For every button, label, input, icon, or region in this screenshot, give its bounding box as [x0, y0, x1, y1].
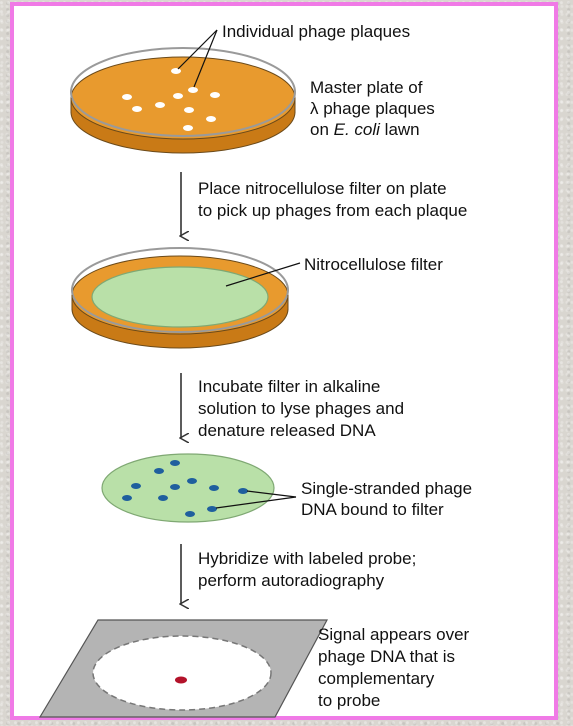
label-signal-line-1: Signal appears over [318, 625, 470, 644]
label-step2-line-1: Incubate filter in alkaline [198, 377, 380, 396]
label-signal-line-2: phage DNA that is [318, 647, 455, 666]
label-nitrocellulose-filter: Nitrocellulose filter [304, 255, 443, 274]
plaque [122, 94, 132, 100]
label-signal-line-3: complementary [318, 669, 435, 688]
dna-spot [207, 506, 217, 512]
label-master-plate-line-1: Master plate of [310, 78, 423, 97]
label-step3-line-1: Hybridize with labeled probe; [198, 549, 416, 568]
plaque [155, 102, 165, 108]
label-signal-line-4: to probe [318, 691, 380, 710]
plaque [210, 92, 220, 98]
plaque [171, 68, 181, 74]
dna-spot [209, 485, 219, 491]
label-step1-line-2: to pick up phages from each plaque [198, 201, 467, 220]
dna-spot [238, 488, 248, 494]
label-master-plate-line-2: λ phage plaques [310, 99, 435, 118]
label-step3-line-2: perform autoradiography [198, 571, 385, 590]
dna-spot [158, 495, 168, 501]
dna-spot [131, 483, 141, 489]
label-ssdna-line-1: Single-stranded phage [301, 479, 472, 498]
dna-spot [154, 468, 164, 474]
plate-with-filter [72, 248, 288, 348]
label-step2-line-3: denature released DNA [198, 421, 376, 440]
dna-spot [187, 478, 197, 484]
plaque [184, 107, 194, 113]
dna-spot [170, 460, 180, 466]
plaque [188, 87, 198, 93]
filter-outline [93, 636, 271, 710]
label-step2-line-2: solution to lyse phages and [198, 399, 404, 418]
plaque [206, 116, 216, 122]
label-individual-phage-plaques: Individual phage plaques [222, 22, 410, 41]
dna-spot [170, 484, 180, 490]
dna-spot [185, 511, 195, 517]
label-step1-line-1: Place nitrocellulose filter on plate [198, 179, 447, 198]
label-master-plate-line-3: on E. coli lawn [310, 120, 420, 139]
plaque [132, 106, 142, 112]
dna-spot [122, 495, 132, 501]
plaque [183, 125, 193, 131]
signal-spot [175, 677, 187, 684]
nitrocellulose-filter [92, 267, 268, 327]
label-ssdna-line-2: DNA bound to filter [301, 500, 444, 519]
plaque [173, 93, 183, 99]
